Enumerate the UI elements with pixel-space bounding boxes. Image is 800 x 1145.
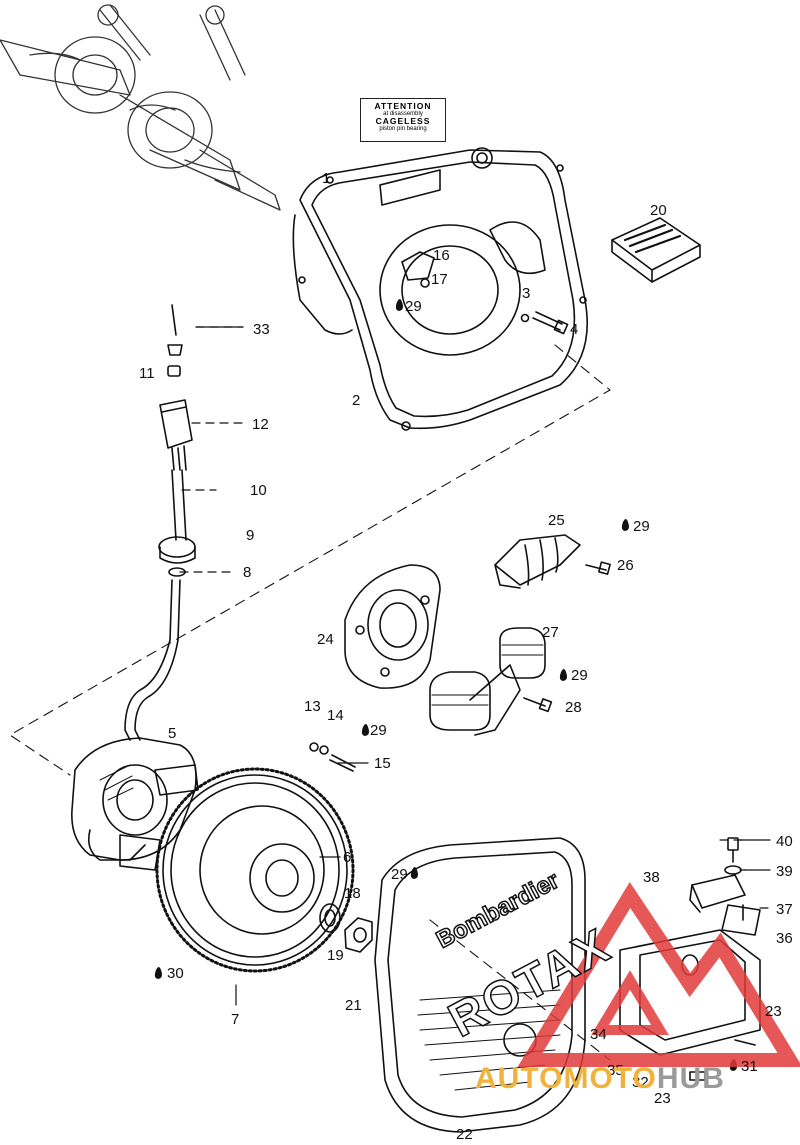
callout-36: 36 bbox=[776, 930, 793, 947]
callout-29-c: 29 bbox=[571, 667, 588, 684]
callout-11: 11 bbox=[139, 365, 155, 382]
callout-8: 8 bbox=[243, 564, 252, 581]
callout-10: 10 bbox=[250, 482, 267, 499]
watermark-text-part-2: HUB bbox=[656, 1062, 725, 1095]
callout-39: 39 bbox=[776, 863, 793, 880]
stator-wire-harness-drawing bbox=[124, 304, 196, 741]
nut-19-washer-18-drawing bbox=[319, 903, 373, 953]
callout-40: 40 bbox=[776, 833, 793, 850]
notice-line-3: CAGELESS bbox=[375, 116, 431, 127]
callout-35: 35 bbox=[607, 1062, 624, 1079]
crankshaft-drawing bbox=[0, 4, 281, 211]
notice-line-4: piston pin bearing bbox=[379, 126, 427, 133]
drop-icon bbox=[410, 867, 418, 879]
callout-6: 6 bbox=[343, 849, 352, 866]
callout-16: 16 bbox=[433, 247, 450, 264]
bolt-4-drawing bbox=[532, 311, 569, 335]
bolt-15-drawing bbox=[309, 742, 356, 772]
solid-leaders bbox=[195, 326, 771, 1006]
cageless-bearing-notice-label: ATTENTION at disassembly CAGELESS piston… bbox=[360, 98, 446, 142]
notice-line-1: ATTENTION bbox=[374, 101, 432, 111]
callout-19: 19 bbox=[327, 947, 344, 964]
callout-3: 3 bbox=[522, 285, 531, 302]
assembly-axis-line bbox=[9, 344, 611, 1061]
callout-37: 37 bbox=[776, 901, 793, 918]
callout-34: 34 bbox=[590, 1026, 607, 1043]
callout-1: 1 bbox=[322, 170, 331, 187]
callout-13: 13 bbox=[304, 698, 321, 715]
callout-33: 33 bbox=[253, 321, 270, 338]
callout-9: 9 bbox=[246, 527, 255, 544]
callout-38: 38 bbox=[643, 869, 660, 886]
callout-17: 17 bbox=[431, 271, 448, 288]
callout-5: 5 bbox=[168, 725, 177, 742]
leader-lines bbox=[179, 326, 771, 909]
watermark-text-part-1: AUTOMOTO bbox=[475, 1062, 657, 1095]
callout-31: 31 bbox=[741, 1058, 758, 1075]
drop-icon bbox=[361, 724, 369, 736]
callout-15: 15 bbox=[374, 755, 391, 772]
callout-7: 7 bbox=[231, 1011, 240, 1028]
crankcase-cover-drawing bbox=[292, 147, 588, 431]
drop-icon bbox=[559, 669, 567, 681]
callout-29-b: 29 bbox=[633, 518, 650, 535]
decal-20-drawing bbox=[611, 217, 701, 283]
callout-12: 12 bbox=[252, 416, 269, 433]
part-24-drawing bbox=[344, 564, 441, 689]
part-36-drawing bbox=[619, 837, 761, 1081]
callout-32: 32 bbox=[632, 1074, 649, 1091]
lubricant-drop-icons bbox=[154, 299, 737, 1071]
watermark-text: AUTOMOTOHUB bbox=[475, 1062, 725, 1096]
callout-30: 30 bbox=[167, 965, 184, 982]
part-25-drawing bbox=[494, 534, 611, 589]
callout-28: 28 bbox=[565, 699, 582, 716]
callout-14: 14 bbox=[327, 707, 344, 724]
callout-24: 24 bbox=[317, 631, 334, 648]
callout-22: 22 bbox=[456, 1126, 473, 1143]
callout-25: 25 bbox=[548, 512, 565, 529]
callout-20: 20 bbox=[650, 202, 667, 219]
callout-27: 27 bbox=[542, 624, 559, 641]
callout-2: 2 bbox=[352, 392, 361, 409]
drop-icon bbox=[154, 967, 162, 979]
notice-line-2: at disassembly bbox=[383, 110, 423, 117]
callout-29-d: 29 bbox=[370, 722, 387, 739]
part-27-drawing bbox=[429, 627, 553, 736]
callout-29-e: 29 bbox=[391, 866, 408, 883]
callout-18: 18 bbox=[344, 885, 361, 902]
callout-4: 4 bbox=[570, 321, 579, 338]
drop-icon bbox=[395, 299, 403, 311]
drop-icon bbox=[621, 519, 629, 531]
part-6-flywheel-drawing bbox=[155, 767, 355, 973]
callout-23-b: 23 bbox=[654, 1090, 671, 1107]
callout-21: 21 bbox=[345, 997, 362, 1014]
callout-23-a: 23 bbox=[765, 1003, 782, 1020]
watermark-logo bbox=[517, 881, 800, 1067]
callout-26: 26 bbox=[617, 557, 634, 574]
callout-29-a: 29 bbox=[405, 298, 422, 315]
